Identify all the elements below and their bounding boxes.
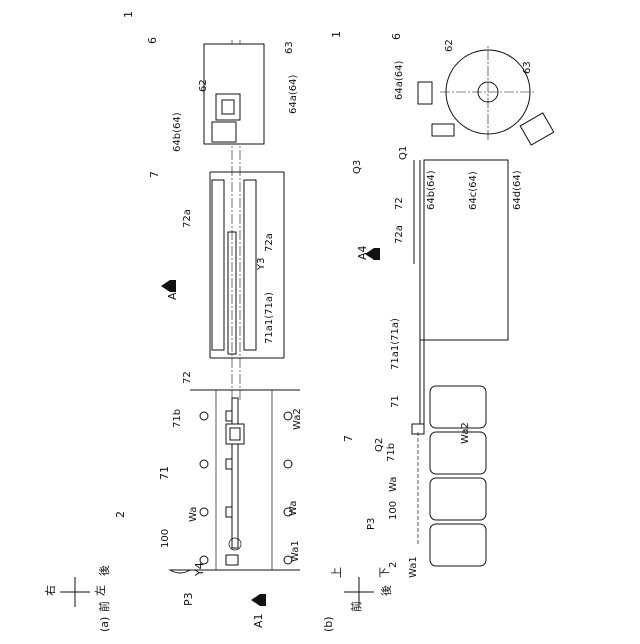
- ref-100-b-label: 100: [388, 501, 399, 520]
- compass-a: 右 前 後 左: [43, 565, 111, 612]
- part-64b-b-label: 64b(64): [426, 170, 437, 210]
- wafer-wa-b-label: Wa: [388, 477, 399, 492]
- wafer-wa2-label: Wa2: [292, 408, 303, 430]
- arrow-a1: A1: [251, 594, 266, 628]
- guide-72a-b-label: 72a: [394, 225, 405, 244]
- guide-72a-upper-label: 72a: [182, 209, 193, 228]
- body-62-b-label: 62: [444, 39, 455, 52]
- wafer-wa-left-label: Wa: [188, 507, 199, 522]
- body-62-label: 62: [198, 79, 209, 92]
- table-72-b-label: 72: [394, 197, 405, 210]
- table-unit-7-b-label: 7: [342, 435, 355, 442]
- rail-71a1-b-label: 71a1(71a): [390, 318, 401, 370]
- part-71b-b-label: 71b: [386, 443, 397, 462]
- ref-q1-label: Q1: [398, 146, 409, 160]
- compass-b-front: 前: [349, 601, 363, 612]
- ref-q2-label: Q2: [374, 438, 385, 452]
- conveyor-6-label: 6: [146, 37, 159, 44]
- compass-a-rear: 後: [97, 565, 111, 576]
- compass-a-left: 左: [94, 585, 107, 596]
- panel-a: (a) 右 前 後 左 A1 Y4 P3: [43, 11, 303, 632]
- panel-b-label: (b): [322, 616, 335, 632]
- ref-p3-b-label: P3: [366, 518, 377, 530]
- wafer-wa1-label: Wa1: [290, 540, 301, 562]
- rod-71-b-label: 71: [390, 395, 401, 408]
- part-64d-b-label: 64d(64): [512, 170, 523, 210]
- housing-63-label: 63: [284, 41, 295, 54]
- panel-a-label: (a): [98, 617, 111, 632]
- arrow-a1-label: A1: [252, 613, 265, 628]
- guide-72a-lower-label: 72a: [264, 233, 275, 252]
- rail-71a1-label: 71a1(71a): [264, 292, 275, 344]
- belt-2: 2: [114, 390, 300, 573]
- compass-a-front: 前: [97, 601, 111, 612]
- panel-b: (b) 上 前 後 下 2 Wa1 P3 100 Wa Wa2: [322, 31, 554, 632]
- table-unit-7-label: 7: [148, 171, 161, 178]
- table-72-label: 72: [182, 371, 193, 384]
- conveyor-6-b-label: 6: [390, 33, 403, 40]
- wafer-wa1-b-label: Wa1: [408, 556, 419, 578]
- conveyor-unit-6: 6 63 62 64a(64) 64b(64) 1: [122, 11, 299, 152]
- rod-71-b: 71 71b Q2 7 71a1(71a): [342, 318, 424, 544]
- ref-100-label: 100: [160, 529, 171, 548]
- compass-b-up: 上: [330, 567, 343, 578]
- belt-2-label: 2: [114, 511, 127, 518]
- rod-71-label: 71: [158, 466, 171, 480]
- compass-b: 上 前 後 下: [330, 567, 393, 612]
- belt-2-b-label: 2: [388, 562, 399, 568]
- compass-b-rear: 後: [379, 585, 393, 596]
- ref-p3-label: P3: [182, 592, 195, 606]
- wafer-wa2-b-label: Wa2: [460, 422, 471, 444]
- rod-71: 71 71b Wa2 Wa Wa 100 Wa1: [158, 398, 303, 562]
- dim-y3-label: Y3: [256, 258, 267, 271]
- part-64a-label: 64a(64): [288, 75, 299, 114]
- part-71b-label: 71b: [172, 409, 183, 428]
- belt-rollers-b: 2 Wa1 P3 100 Wa Wa2: [366, 386, 486, 578]
- compass-a-right: 右: [43, 585, 57, 596]
- part-64b-label: 64b(64): [172, 112, 183, 152]
- assembly-1-label: 1: [122, 11, 135, 18]
- wafer-wa-right-label: Wa: [288, 501, 299, 516]
- assembly-1-b-label: 1: [330, 31, 343, 38]
- ref-q3-label: Q3: [352, 160, 363, 174]
- housing-63-b-label: 63: [522, 61, 533, 74]
- part-64c-b-label: 64c(64): [468, 171, 479, 210]
- part-64a-b-label: 64a(64): [394, 61, 405, 100]
